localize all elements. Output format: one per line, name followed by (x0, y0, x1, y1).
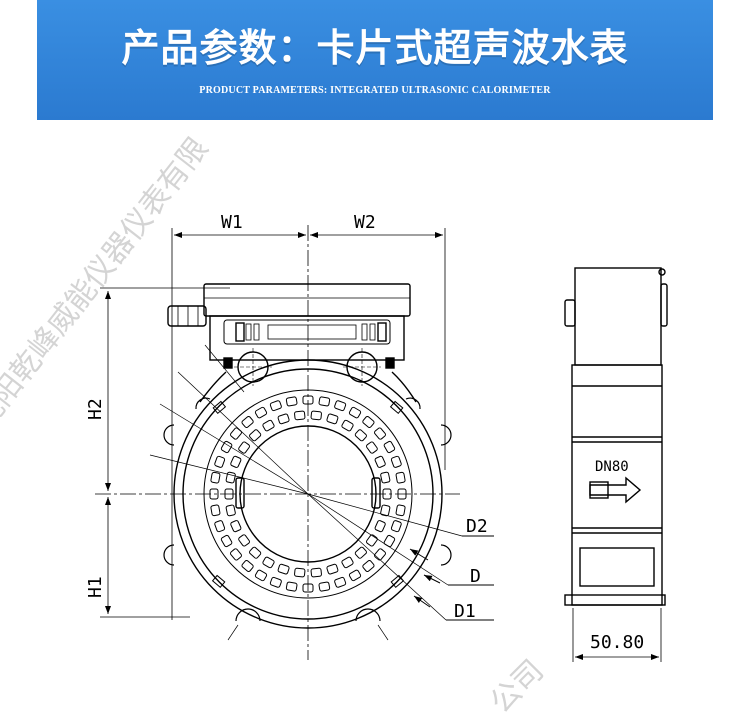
label-h2: H2 (85, 398, 106, 420)
slot (225, 504, 236, 517)
slot (210, 504, 221, 517)
slot (285, 581, 298, 592)
slot (249, 546, 262, 559)
slot (285, 396, 298, 407)
slot (374, 455, 386, 468)
slot (354, 429, 367, 442)
slot (366, 534, 378, 547)
slot (348, 406, 362, 419)
leader-lines (409, 535, 494, 621)
slot (362, 416, 375, 428)
slot (225, 471, 236, 484)
slot (310, 410, 322, 421)
slot (230, 427, 242, 440)
slot (269, 400, 282, 412)
slot (294, 567, 306, 578)
construction-lines (149, 344, 463, 641)
slot (238, 534, 250, 547)
slot (374, 520, 386, 533)
slot (224, 488, 234, 500)
slot (210, 471, 221, 484)
label-h1: H1 (85, 576, 106, 598)
slot (310, 567, 322, 578)
slot (277, 413, 290, 425)
header-banner: 产品参数：卡片式超声波水表 PRODUCT PARAMETERS: INTEGR… (37, 0, 713, 120)
slot (262, 419, 275, 432)
slot (302, 395, 314, 405)
slot (230, 520, 242, 533)
slot (214, 455, 226, 468)
slot (238, 441, 250, 454)
slot (326, 563, 339, 575)
outer-notches (163, 397, 452, 622)
top-housing (167, 283, 411, 369)
slot (390, 520, 402, 533)
slot (220, 534, 233, 548)
label-d1: D1 (454, 601, 476, 622)
slot-ring-inner (224, 410, 392, 578)
slot (341, 556, 354, 569)
slot (354, 546, 367, 559)
slot (326, 413, 339, 425)
center-lines (95, 225, 460, 660)
slot (380, 471, 391, 484)
slot (318, 581, 331, 592)
slot (366, 441, 378, 454)
front-view (95, 225, 494, 660)
slot (397, 488, 407, 500)
slot (214, 520, 226, 533)
slot (362, 560, 375, 572)
dimension-lines (100, 228, 446, 620)
slot (277, 563, 290, 575)
slot (241, 560, 254, 572)
label-w1: W1 (221, 212, 243, 233)
slot (395, 471, 406, 484)
label-d: D (470, 566, 481, 587)
slot-ring-outer (209, 395, 407, 593)
slot (341, 419, 354, 432)
slot (334, 400, 347, 412)
side-view (564, 267, 668, 662)
label-dn80: DN80 (595, 459, 629, 475)
label-side-width: 50.80 (590, 632, 644, 653)
banner-subtitle: PRODUCT PARAMETERS: INTEGRATED ULTRASONI… (199, 85, 551, 96)
slot (380, 504, 391, 517)
slot (269, 576, 282, 588)
slot (254, 569, 268, 582)
slot (383, 440, 396, 454)
slot (230, 455, 242, 468)
slot (241, 416, 254, 428)
label-w2: W2 (354, 212, 376, 233)
slot (395, 504, 406, 517)
slot (220, 440, 233, 454)
slot (390, 455, 402, 468)
slot (254, 406, 268, 419)
banner-title: 产品参数：卡片式超声波水表 (121, 26, 629, 70)
label-d2: D2 (466, 516, 488, 537)
slot (230, 548, 242, 561)
slot (294, 410, 306, 421)
slot (383, 534, 396, 548)
slot (374, 427, 386, 440)
slot (302, 583, 314, 593)
slot (334, 576, 347, 588)
slot (374, 548, 386, 561)
bolt-marks (211, 400, 405, 588)
slot (249, 429, 262, 442)
slot (382, 488, 392, 500)
slot (348, 569, 362, 582)
slot (209, 488, 219, 500)
slot (262, 556, 275, 569)
slot (318, 396, 331, 407)
